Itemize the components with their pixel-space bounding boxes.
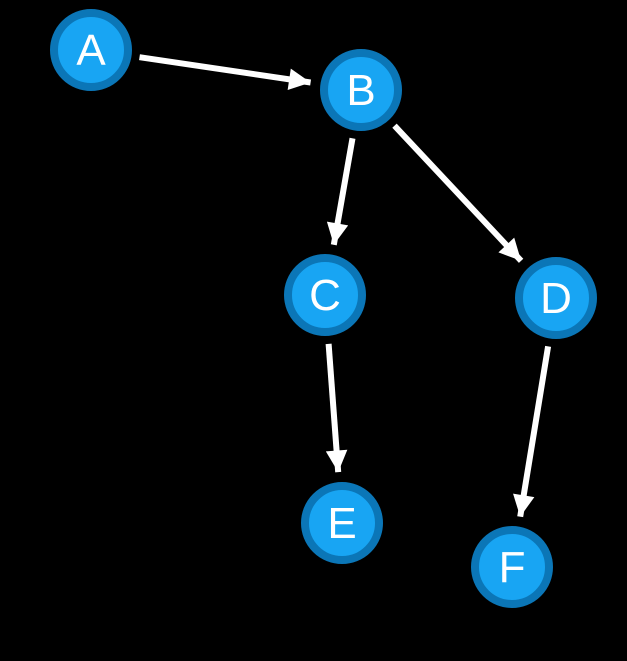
edge-B-C [326, 137, 356, 246]
nodes-layer: A B C D E F [50, 9, 597, 608]
edge-C-E [325, 343, 348, 473]
edge-D-F [513, 345, 552, 518]
node-circle-A[interactable] [50, 9, 132, 91]
node-circle-C[interactable] [284, 254, 366, 336]
node-A[interactable]: A [50, 9, 132, 91]
node-D[interactable]: D [515, 257, 597, 339]
node-F[interactable]: F [471, 526, 553, 608]
node-circle-B[interactable] [320, 49, 402, 131]
node-circle-D[interactable] [515, 257, 597, 339]
edge-B-D [392, 123, 524, 263]
node-C[interactable]: C [284, 254, 366, 336]
node-circle-E[interactable] [301, 482, 383, 564]
node-circle-F[interactable] [471, 526, 553, 608]
node-B[interactable]: B [320, 49, 402, 131]
edge-A-B [139, 54, 312, 91]
node-E[interactable]: E [301, 482, 383, 564]
edges-layer [139, 54, 552, 518]
